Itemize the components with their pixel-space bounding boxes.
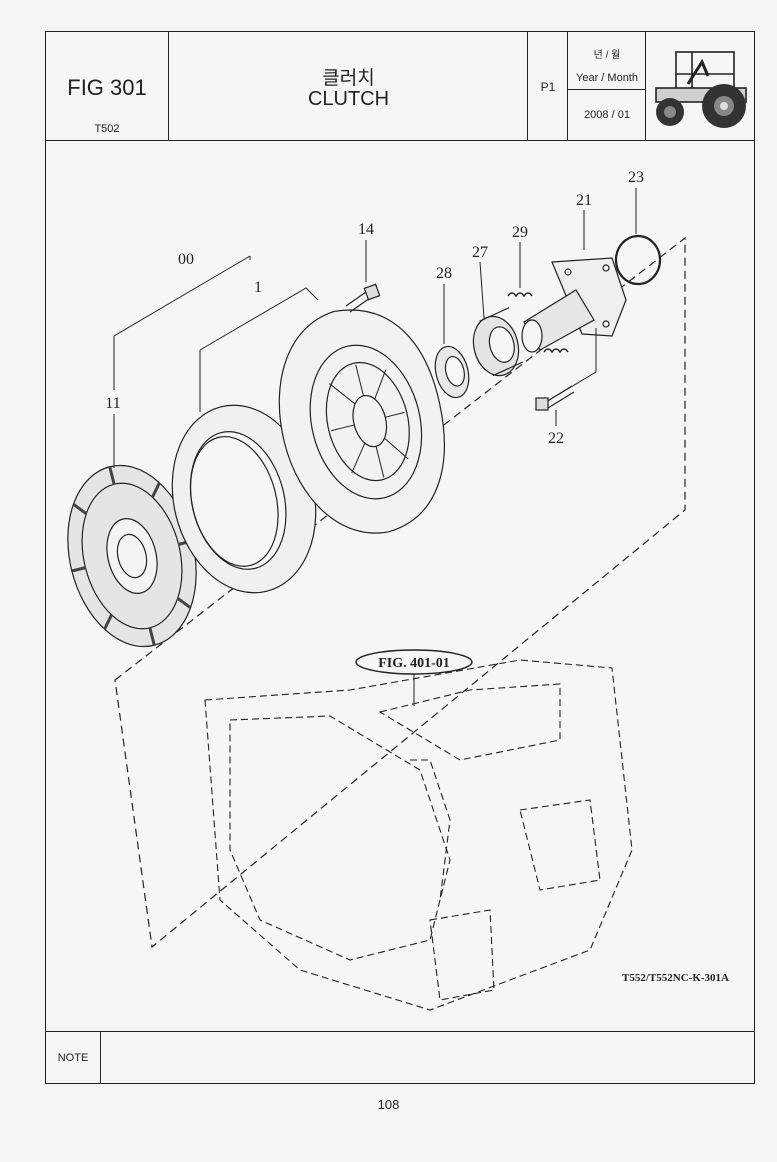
callout-23: 23 xyxy=(628,169,644,186)
date-value: 2008 / 01 xyxy=(584,109,630,121)
callout-28: 28 xyxy=(436,265,452,282)
date-cell xyxy=(568,31,646,141)
page-code: P1 xyxy=(540,80,556,94)
bolt-22 xyxy=(535,385,575,411)
header-row xyxy=(45,31,755,141)
callout-00: 00 xyxy=(178,251,194,268)
callout-22: 22 xyxy=(548,430,564,447)
release-bearing-27 xyxy=(472,307,523,377)
friction-ring xyxy=(171,404,317,594)
bearing-28 xyxy=(434,345,470,399)
callout-29: 29 xyxy=(512,224,528,241)
transmission-housing xyxy=(204,659,633,1011)
title-cell xyxy=(169,31,528,141)
fig-ref-text: FIG. 401-01 xyxy=(378,656,450,671)
note-label-cell xyxy=(45,1031,101,1084)
page-frame xyxy=(45,31,755,1084)
callout-14: 14 xyxy=(358,221,374,238)
leader-lines xyxy=(113,188,637,468)
date-label-english: Year / Month xyxy=(576,72,638,84)
pressure-plate xyxy=(278,309,445,534)
o-ring-23 xyxy=(614,234,662,286)
callout-27: 27 xyxy=(472,244,488,261)
fig-number: FIG 301 xyxy=(67,75,147,100)
title-english: CLUTCH xyxy=(307,88,390,110)
note-row xyxy=(45,1031,755,1084)
title-korean: 클러치 xyxy=(322,68,375,89)
callout-11: 11 xyxy=(105,395,120,412)
spring-29 xyxy=(507,292,569,354)
callout-21: 21 xyxy=(576,192,592,209)
date-label-korean: 년 / 월 xyxy=(593,50,621,61)
exploded-diagram: 00 1 11 14 28 27 29 21 23 22 FIG. 401-01… xyxy=(67,169,729,1011)
fig-cell xyxy=(45,31,169,141)
callout-1: 1 xyxy=(254,279,262,296)
sleeve-21 xyxy=(521,257,627,353)
tractor-icon xyxy=(655,51,747,128)
clutch-disc xyxy=(67,464,197,648)
model-code: T502 xyxy=(94,123,120,135)
note-label: NOTE xyxy=(57,1052,89,1064)
page-code-cell xyxy=(528,31,568,141)
dashed-envelope xyxy=(114,236,686,949)
page-number: 108 xyxy=(377,1097,400,1112)
bolt-14 xyxy=(345,283,381,313)
date-divider xyxy=(568,89,646,90)
drawing-code: T552/T552NC-K-301A xyxy=(622,972,729,984)
